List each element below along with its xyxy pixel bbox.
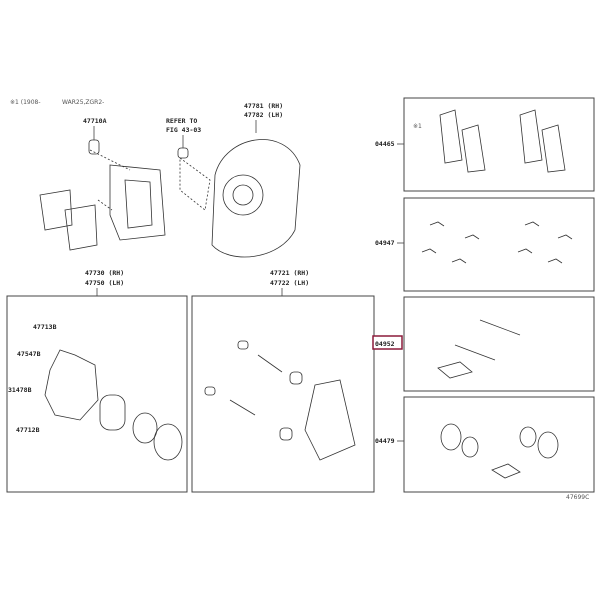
part-label-47547B[interactable]: 47547B xyxy=(17,350,41,358)
kit-code: 04952 xyxy=(375,340,395,348)
middle-box-title-rh: 47721 (RH) xyxy=(270,269,309,277)
bolt-icon xyxy=(177,147,189,159)
highlight-frame xyxy=(372,335,403,350)
brake-pads-illustration xyxy=(39,189,98,251)
kit-04479[interactable]: 04479 xyxy=(375,396,595,493)
kit-note: ※1 xyxy=(413,123,422,130)
caliper-bracket-box[interactable] xyxy=(191,295,375,493)
part-label-47713B[interactable]: 47713B xyxy=(33,323,57,331)
header-note-1: ※1 (1908- xyxy=(10,99,41,106)
part-label: 47710A xyxy=(83,117,107,125)
left-box-title-lh: 47750 (LH) xyxy=(85,279,124,287)
header-note-2: WAR25,ZGR2- xyxy=(62,99,104,106)
part-label-47712B[interactable]: 47712B xyxy=(16,426,40,434)
caliper-body-illustration xyxy=(44,349,183,461)
refer-label-2[interactable]: FIG 43-03 xyxy=(166,126,201,134)
kit-code: 04947 xyxy=(375,239,395,247)
caliper-assembly-box[interactable] xyxy=(6,295,188,493)
middle-box-title-lh: 47722 (LH) xyxy=(270,279,309,287)
kit-code: 04479 xyxy=(375,437,395,445)
kit-code: 04465 xyxy=(375,140,395,148)
part-label-lh: 47782 (LH) xyxy=(244,111,283,119)
part-label-rh: 47781 (RH) xyxy=(244,102,283,110)
kit-04952[interactable]: 04952 xyxy=(372,296,595,392)
figure-id: 47699C xyxy=(566,494,589,501)
part-label-31478B[interactable]: 31478B xyxy=(8,386,32,394)
kit-04465[interactable]: 04465 ※1 xyxy=(375,97,595,192)
caliper-mounting-bracket xyxy=(89,149,166,241)
part-47710A[interactable]: 47710A xyxy=(83,117,107,155)
kit-04947[interactable]: 04947 xyxy=(375,197,595,292)
part-dust-cover[interactable]: 47781 (RH) 47782 (LH) xyxy=(179,102,301,258)
refer-label-1: REFER TO xyxy=(166,117,197,125)
slide-pins-illustration xyxy=(204,340,356,461)
left-box-title-rh: 47730 (RH) xyxy=(85,269,124,277)
